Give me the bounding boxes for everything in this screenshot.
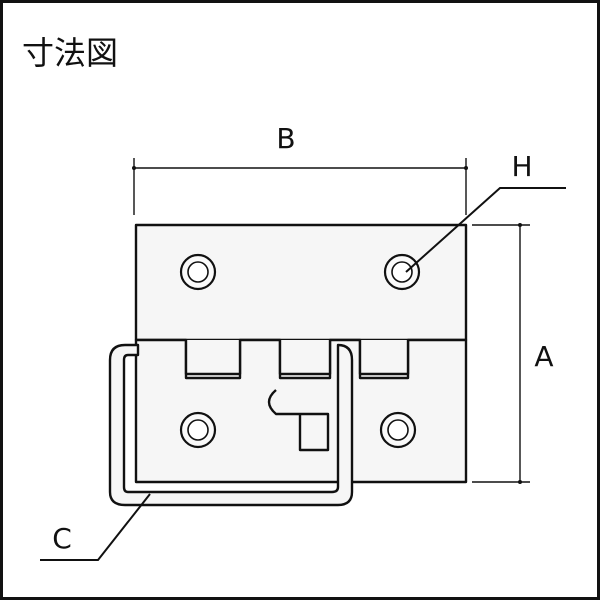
dimension-a: A: [472, 223, 554, 484]
screw-hole-top-left: [179, 253, 217, 291]
leader-h: H: [405, 150, 566, 273]
screw-hole-bottom-left: [179, 411, 217, 449]
leader-h-label: H: [511, 150, 532, 183]
knuckle-3: [358, 340, 410, 376]
leader-c: C: [40, 493, 151, 561]
handle-loop: [108, 343, 354, 507]
dimension-b-label: B: [276, 122, 295, 155]
dimension-a-label: A: [534, 340, 553, 373]
drawing-title: 寸法図: [22, 34, 118, 72]
latch-tab: [267, 389, 330, 452]
screw-hole-top-right: [383, 253, 421, 291]
leader-c-label: C: [52, 522, 72, 555]
knuckle-2: [278, 340, 332, 376]
knuckle-1: [184, 340, 242, 376]
screw-hole-bottom-right: [379, 411, 417, 449]
dimension-b: B: [132, 122, 468, 215]
